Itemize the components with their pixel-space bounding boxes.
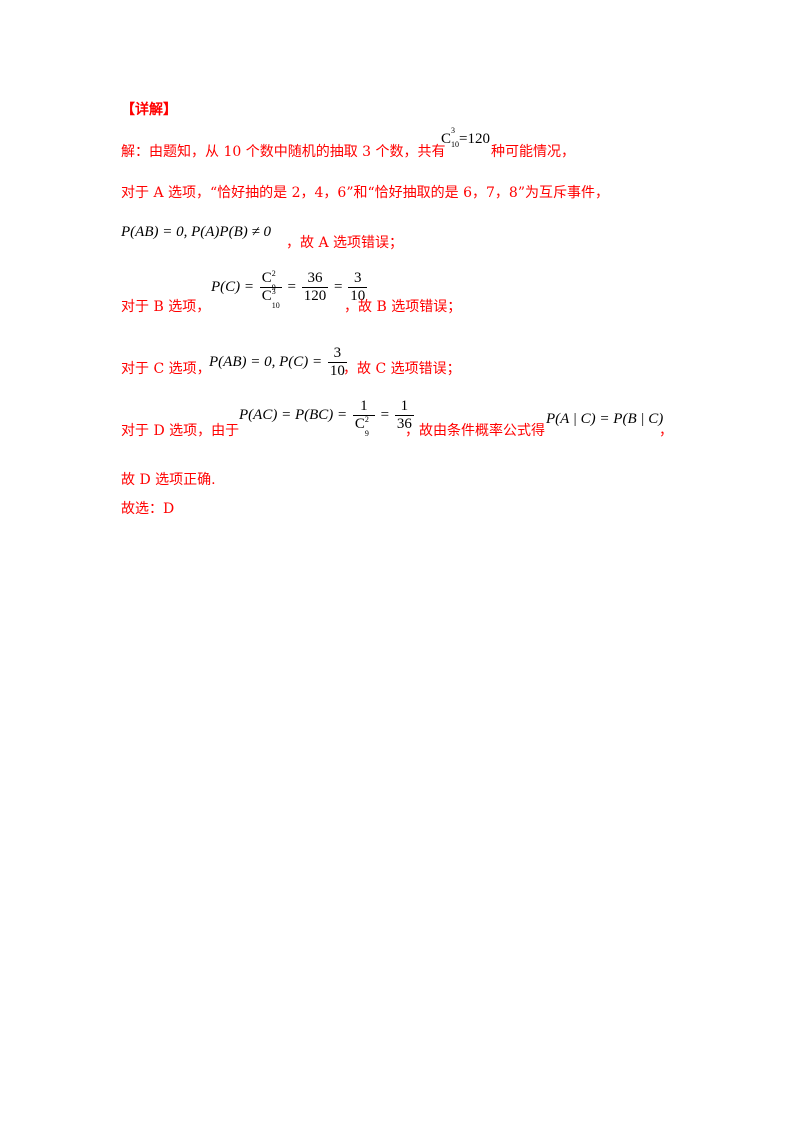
line-4-pre: 对于 B 选项， [121, 299, 211, 315]
line-8-answer: 故选：D [121, 501, 175, 517]
line-6-pre: 对于 D 选项，由于 [121, 423, 240, 439]
line-5-pre: 对于 C 选项， [121, 361, 211, 377]
line-4-post: ，故 B 选项错误； [344, 299, 462, 315]
line-1-text: 解：由题知，从 10 个数中随机的抽取 3 个数，共有 [121, 141, 446, 161]
line-6-mid: ，故由条件概率公式得 [405, 423, 545, 439]
line-5-post: ，故 C 选项错误； [343, 361, 461, 377]
formula-p-ab: P(AB) = 0, P(A)P(B) ≠ 0 [121, 224, 271, 240]
line-7-text: 故 D 选项正确. [121, 472, 216, 488]
line-3-post: ，故 A 选项错误； [286, 235, 404, 251]
line-1-post: 种可能情况， [491, 144, 575, 160]
section-heading: 【详解】 [121, 102, 177, 118]
line-6-post: ， [659, 423, 673, 439]
line-2-text: 对于 A 选项，“恰好抽的是 2，4，6”和“恰好抽取的是 6，7，8”为互斥事… [121, 185, 609, 201]
formula-conditional: P(A | C) = P(B | C) [546, 411, 664, 427]
line-1-pre: 解：由题知，从 10 个数中随机的抽取 3 个数，共有 [121, 144, 446, 160]
